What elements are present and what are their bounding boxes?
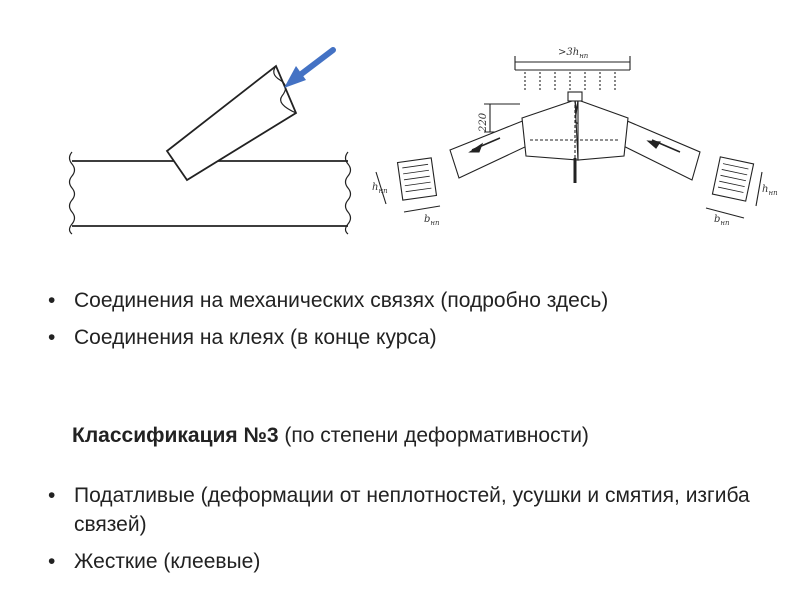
height-dimension-label: 220 bbox=[478, 112, 489, 133]
classification-subtitle: (по степени деформативности) bbox=[278, 424, 589, 447]
inclined-brace bbox=[165, 64, 298, 182]
classification-title: Классификация №3 bbox=[72, 424, 279, 447]
beam-break-left bbox=[68, 151, 76, 235]
beam-break-right bbox=[344, 151, 352, 235]
left-section-height-label: hнп bbox=[372, 182, 388, 195]
list-item: Жесткие (клеевые) bbox=[48, 547, 768, 576]
left-section-width-label: bнп bbox=[424, 214, 440, 227]
left-joint-figure bbox=[68, 64, 352, 235]
bolt-row bbox=[524, 72, 616, 90]
side-plate-right bbox=[577, 99, 629, 161]
right-cross-section bbox=[705, 156, 763, 219]
side-plate-left bbox=[521, 99, 579, 161]
ridge-bolt-head bbox=[567, 91, 583, 102]
top-dimension-label: >3hнп bbox=[558, 47, 589, 60]
deformability-list: Податливые (деформации от неплотностей, … bbox=[48, 481, 768, 584]
list-item: Соединения на механических связях (подро… bbox=[48, 286, 748, 315]
right-section-height-label: hнп bbox=[762, 184, 778, 197]
joint-diagrams: >3hнп 220 hнп bнп hнп bнп bbox=[68, 47, 778, 235]
list-item: Податливые (деформации от неплотностей, … bbox=[48, 481, 768, 539]
classification-heading: Классификация №3 (по степени деформативн… bbox=[48, 420, 748, 451]
list-item: Соединения на клеях (в конце курса) bbox=[48, 323, 748, 352]
left-cross-section bbox=[375, 157, 441, 213]
right-joint-figure bbox=[449, 56, 701, 183]
connection-types-list: Соединения на механических связях (подро… bbox=[48, 286, 748, 360]
force-arrow bbox=[284, 47, 336, 88]
right-section-width-label: bнп bbox=[714, 214, 730, 227]
